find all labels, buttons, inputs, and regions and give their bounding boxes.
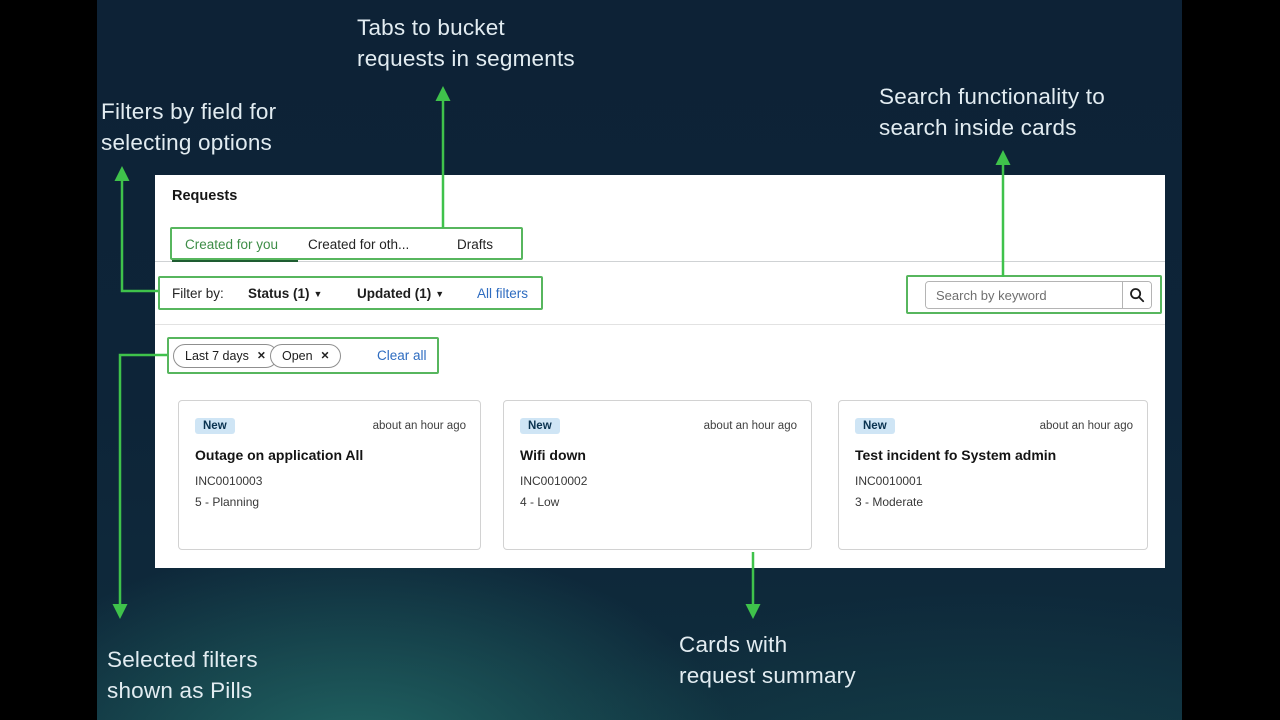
filter-section-divider <box>155 324 1165 325</box>
annotation-box-tabs <box>170 227 523 260</box>
status-filter-label: Status (1) <box>248 286 310 301</box>
pill-open[interactable]: Open ✕ <box>270 344 342 368</box>
card-number: INC0010001 <box>855 474 923 488</box>
request-card[interactable]: New about an hour ago Test incident fo S… <box>838 400 1148 550</box>
request-card[interactable]: New about an hour ago Wifi down INC00100… <box>503 400 812 550</box>
requests-panel: Requests Created for you Created for oth… <box>155 175 1165 568</box>
tab-created-for-others[interactable]: Created for oth... <box>308 237 410 252</box>
card-timestamp: about an hour ago <box>372 420 466 432</box>
request-card[interactable]: New about an hour ago Outage on applicat… <box>178 400 481 550</box>
pill-label: Open <box>282 349 313 363</box>
status-badge: New <box>520 418 560 434</box>
tab-created-for-you[interactable]: Created for you <box>185 237 279 252</box>
search-box <box>925 281 1152 309</box>
annotation-box-filter <box>158 276 543 310</box>
all-filters-link[interactable]: All filters <box>477 286 529 301</box>
search-input[interactable] <box>926 282 1122 308</box>
annotation-pills: Selected filters shown as Pills <box>107 647 258 703</box>
card-title: Wifi down <box>520 447 586 463</box>
pill-label: Last 7 days <box>185 349 249 363</box>
annotation-filters: Filters by field for selecting options <box>101 99 277 155</box>
pill-last-7-days[interactable]: Last 7 days ✕ <box>173 344 278 368</box>
page-title: Requests <box>172 188 238 204</box>
updated-filter-dropdown[interactable]: Updated (1)▼ <box>357 286 444 301</box>
chevron-down-icon: ▼ <box>313 289 323 299</box>
chevron-down-icon: ▼ <box>435 289 445 299</box>
annotation-box-pills <box>167 337 439 374</box>
card-title: Outage on application All <box>195 447 364 463</box>
card-number: INC0010003 <box>195 474 263 488</box>
card-timestamp: about an hour ago <box>703 420 797 432</box>
annotation-cards: Cards with request summary <box>679 632 856 688</box>
card-title: Test incident fo System admin <box>855 447 1057 463</box>
annotation-tabs: Tabs to bucket requests in segments <box>357 15 575 71</box>
remove-icon[interactable]: ✕ <box>320 350 330 362</box>
card-priority: 3 - Moderate <box>855 495 924 509</box>
search-icon <box>1130 288 1145 303</box>
status-filter-dropdown[interactable]: Status (1)▼ <box>248 286 322 301</box>
card-number: INC0010002 <box>520 474 588 488</box>
card-priority: 5 - Planning <box>195 495 260 509</box>
annotation-box-search <box>906 275 1162 314</box>
card-timestamp: about an hour ago <box>1039 420 1133 432</box>
status-badge: New <box>855 418 895 434</box>
tab-divider <box>155 261 1165 262</box>
annotation-search: Search functionality to search inside ca… <box>879 84 1105 140</box>
active-tab-underline <box>172 259 298 262</box>
filter-by-label: Filter by: <box>172 286 224 301</box>
remove-icon[interactable]: ✕ <box>256 350 266 362</box>
clear-all-link[interactable]: Clear all <box>377 348 427 363</box>
status-badge: New <box>195 418 235 434</box>
updated-filter-label: Updated (1) <box>357 286 432 301</box>
search-button[interactable] <box>1122 282 1151 308</box>
card-priority: 4 - Low <box>520 495 560 509</box>
tab-drafts[interactable]: Drafts <box>457 237 494 252</box>
